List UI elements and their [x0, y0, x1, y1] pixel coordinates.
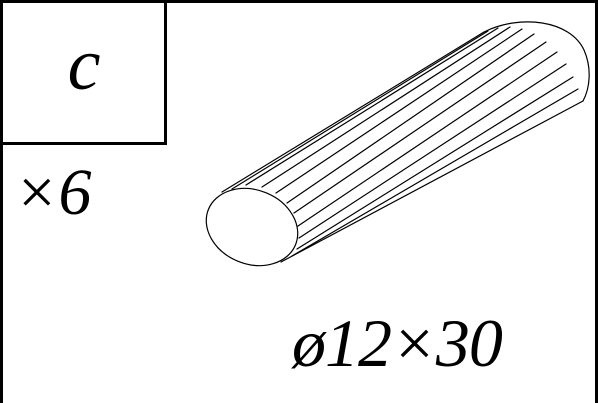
part-letter: c — [67, 24, 101, 106]
part-letter-box — [0, 0, 167, 145]
dimension-label: ø12×30 — [292, 305, 503, 381]
quantity-label: ×6 — [14, 156, 92, 229]
